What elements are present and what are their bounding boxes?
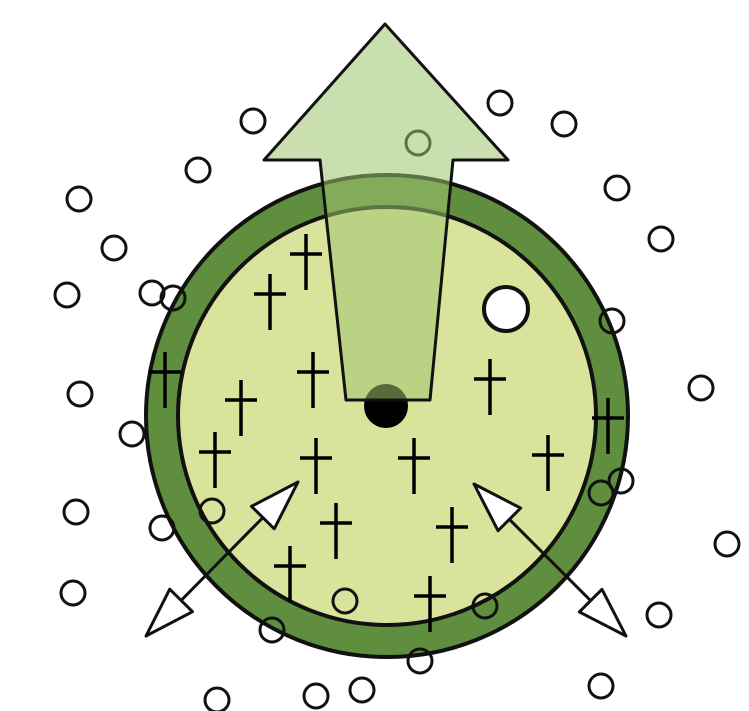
large-white-particle	[484, 287, 528, 331]
